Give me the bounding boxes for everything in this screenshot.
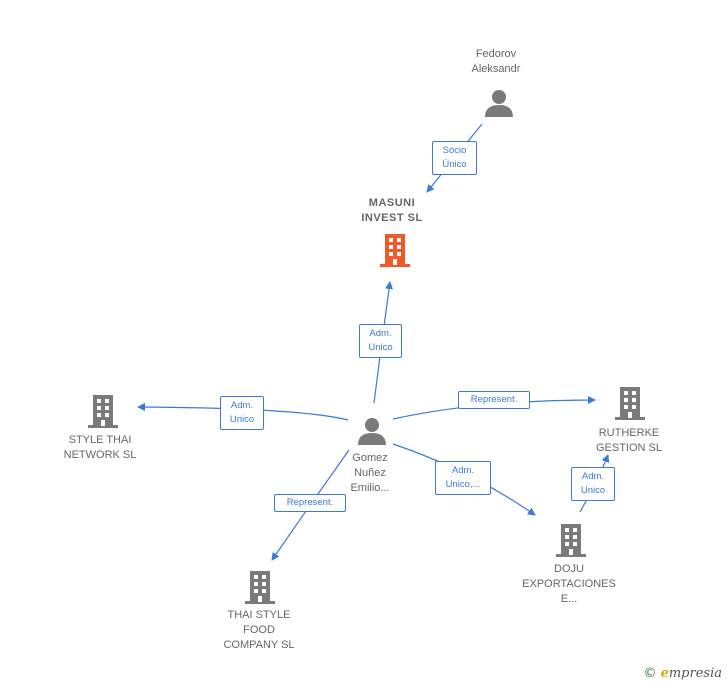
person-icon[interactable] [357,416,387,446]
person-icon[interactable] [484,88,514,118]
node-label-line: EXPORTACIONES [522,578,616,590]
node-label-line: NETWORK SL [63,449,137,461]
node-label-line: COMPANY SL [223,639,295,651]
edge-label-line: Represent. [286,497,334,508]
edge-label-line: Unico,... [445,479,481,490]
building-icon-main[interactable] [379,233,411,267]
edge-label-line: Adm. [230,400,254,411]
node-label-line: FOOD [243,624,275,636]
node-label-line: STYLE THAI [68,434,132,446]
building-icon[interactable] [614,386,646,420]
edge-label-line: Adm. [581,471,605,482]
copyright-symbol: © [643,666,657,681]
node-label-line: DOJU [554,563,584,575]
brand-logo-text: mpresia [668,666,722,681]
edge-label-line: Represent. [470,394,518,405]
node-label-line: Emilio... [350,482,390,494]
brand-logo-initial: e [660,666,669,681]
edge-label-adm-unico-doju[interactable]: Adm. Unico,... [435,461,491,495]
node-label-line: INVEST SL [361,212,423,224]
footer-brand[interactable]: © empresia [643,666,722,681]
edge-label-line: Adm. [451,465,475,476]
node-label-gomez[interactable]: Gomez Nuñez Emilio... [320,451,420,496]
node-label-doju[interactable]: DOJU EXPORTACIONES E... [509,562,629,607]
edge-label-represent-rutherke[interactable]: Represent. [458,391,530,409]
edge-label-line: Unico [229,414,255,425]
node-label-line: Aleksandr [471,63,521,75]
edge-label-line: Adm. [369,328,392,339]
node-label-fedorov[interactable]: Fedorov Aleksandr [446,47,546,77]
building-icon[interactable] [244,570,276,604]
edge-label-line: Unico [580,485,606,496]
node-label-line: Nuñez [354,467,386,479]
building-icon[interactable] [555,523,587,557]
node-label-line: Gomez [352,452,388,464]
edge-label-socio-unico[interactable]: Socio Único [432,141,477,175]
edge-label-adm-unico-masuni[interactable]: Adm. Unico [359,324,402,358]
node-label-line: RUTHERKE [598,427,660,439]
edge-label-represent-thai-style[interactable]: Represent. [274,494,346,512]
edge-label-line: Socio [442,145,467,156]
edge-label-line: Unico [368,342,393,353]
node-label-line: GESTION SL [595,442,663,454]
edge-label-line: Único [442,159,467,170]
edge-label-adm-unico-style-thai[interactable]: Adm. Unico [220,396,264,430]
node-label-line: THAI STYLE [227,609,291,621]
building-icon[interactable] [87,394,119,428]
edge-label-adm-unico-rutherke[interactable]: Adm. Unico [571,467,615,501]
node-label-style-thai[interactable]: STYLE THAI NETWORK SL [40,433,160,463]
node-label-line: Fedorov [475,48,517,60]
node-label-thai-style[interactable]: THAI STYLE FOOD COMPANY SL [199,608,319,653]
node-label-line: MASUNI [368,197,416,209]
node-label-rutherke[interactable]: RUTHERKE GESTION SL [569,426,689,456]
edge-gomez-style-thai [137,403,349,421]
node-label-masuni[interactable]: MASUNI INVEST SL [342,196,442,226]
node-label-line: E... [560,593,578,605]
